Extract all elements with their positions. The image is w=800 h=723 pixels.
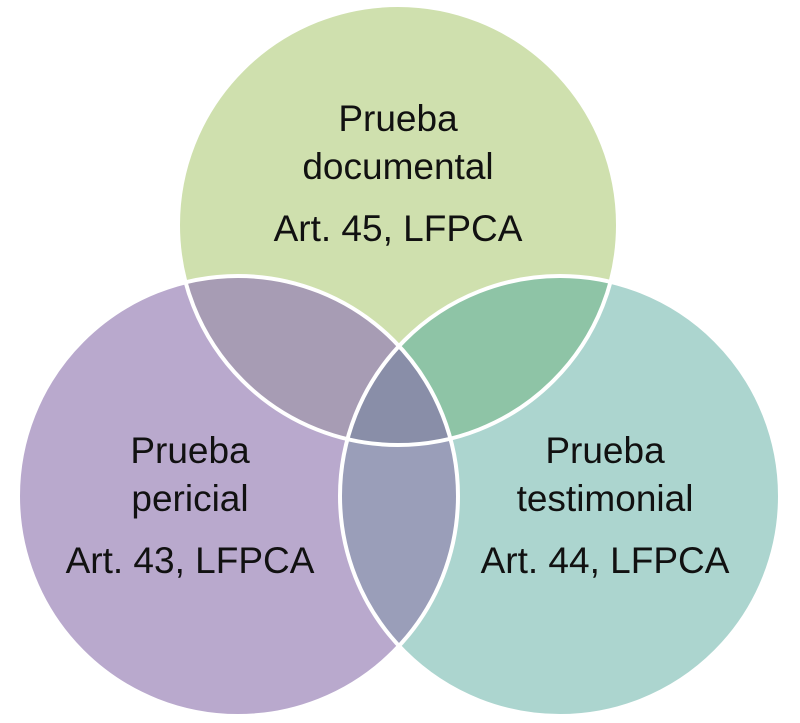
title-line-1: Prueba <box>130 430 250 471</box>
outline-top <box>176 3 620 447</box>
title-line-2: pericial <box>131 478 249 519</box>
title-line-2: testimonial <box>516 478 694 519</box>
overlap-documental-testimonial <box>340 276 618 445</box>
label-prueba-testimonial: Prueba testimonial Art. 44, LFPCA <box>455 427 755 585</box>
title-line-1: Prueba <box>545 430 665 471</box>
overlap-top-right-group <box>340 276 618 445</box>
article-reference: Art. 43, LFPCA <box>65 540 315 581</box>
label-prueba-documental: Prueba documental Art. 45, LFPCA <box>248 95 548 253</box>
article-reference: Art. 45, LFPCA <box>273 208 523 249</box>
overlap-documental-pericial <box>178 276 458 445</box>
circle-outlines <box>16 3 782 718</box>
outline-left <box>16 274 460 718</box>
title-line-1: Prueba <box>338 98 458 139</box>
article-reference: Art. 44, LFPCA <box>480 540 730 581</box>
title-line-2: documental <box>302 146 494 187</box>
overlap-top-left-group <box>178 276 458 445</box>
outline-right <box>338 274 782 718</box>
label-prueba-pericial: Prueba pericial Art. 43, LFPCA <box>40 427 340 585</box>
